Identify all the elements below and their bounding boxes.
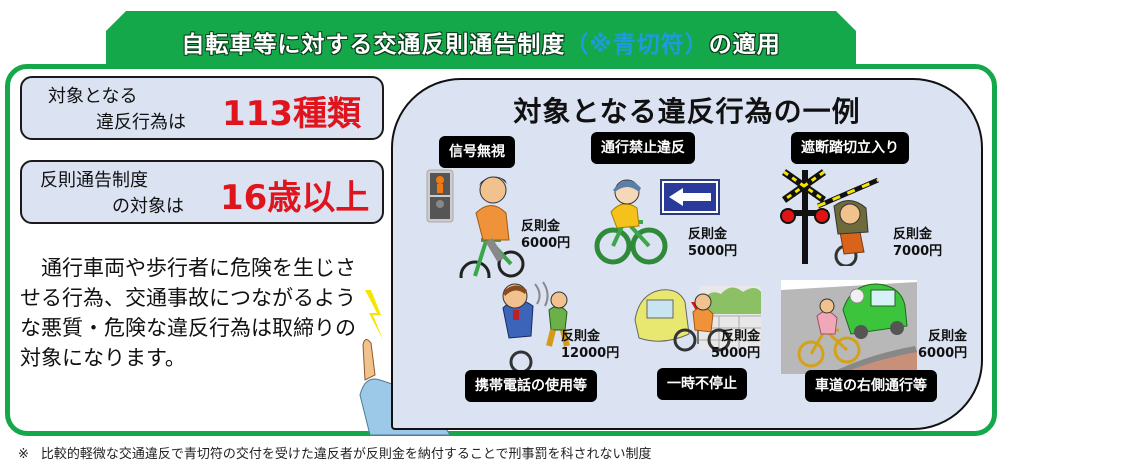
example-tag-stop-sign: 一時不停止: [657, 368, 747, 400]
example-tag-signal-ignore: 信号無視: [439, 136, 515, 168]
violation-count-label-2: 違反行為は: [96, 112, 186, 133]
right-side-riding-illustration-icon: [781, 280, 917, 374]
stop-sign-illustration-icon: [634, 286, 761, 352]
fine-amount: 5000円: [711, 346, 761, 361]
fine-phone-use: 反則金 12000円: [561, 328, 619, 362]
railroad-crossing-illustration-icon: [780, 169, 879, 266]
fine-label: 反則金: [928, 329, 968, 344]
example-tag-phone-use: 携帯電話の使用等: [465, 370, 597, 402]
example-tag-railroad-crossing: 遮断踏切立入り: [791, 132, 909, 164]
age-target-box: 反則通告制度 の対象は 16歳以上: [20, 160, 384, 224]
age-target-label-1: 反則通告制度: [40, 170, 148, 191]
fine-amount: 6000円: [918, 346, 968, 361]
title-banner: 自転車等に対する交通反則通告制度（※青切符）の適用: [106, 11, 856, 67]
fine-amount: 6000円: [521, 236, 571, 251]
fine-signal-ignore: 反則金 6000円: [521, 218, 570, 252]
no-entry-illustration-icon: [594, 179, 720, 265]
violation-count-box: 対象となる 違反行為は 113種類: [20, 76, 384, 140]
violation-count-value: 113種類: [222, 94, 361, 134]
footnote: ※ 比較的軽微な交通違反で青切符の交付を受けた違反者が反則金を納付することで刑事罰…: [18, 443, 652, 462]
example-tag-no-entry: 通行禁止違反: [591, 132, 695, 164]
fine-label: 反則金: [561, 329, 601, 344]
page-title: 自転車等に対する交通反則通告制度（※青切符）の適用: [181, 25, 780, 59]
fine-no-entry: 反則金 5000円: [688, 226, 737, 260]
fine-label: 反則金: [893, 227, 933, 242]
fine-amount: 12000円: [561, 346, 620, 361]
fine-label: 反則金: [688, 227, 728, 242]
title-tail: の適用: [708, 32, 781, 58]
fine-label: 反則金: [721, 329, 761, 344]
title-main: 自転車等に対する交通反則通告制度: [181, 32, 566, 58]
fine-railroad-crossing: 反則金 7000円: [893, 226, 942, 260]
age-target-label-2: の対象は: [112, 196, 184, 217]
fine-stop-sign: 反則金 5000円: [711, 328, 760, 362]
fine-amount: 7000円: [893, 244, 943, 259]
description-text: 通行車両や歩行者に危険を生じさせる行為、交通事故につながるような悪質・危険な違反…: [20, 256, 356, 370]
footnote-mark: ※: [18, 447, 29, 462]
panel-title: 対象となる違反行為の一例: [513, 95, 861, 128]
phone-use-illustration-icon: [502, 281, 570, 370]
title-highlight: （※青切符）: [565, 32, 709, 58]
footnote-text: 比較的軽微な交通違反で青切符の交付を受けた違反者が反則金を納付することで刑事罰を…: [40, 447, 652, 462]
violation-examples-panel: 対象となる違反行為の一例 信号無視 反則金 6000円 通行禁止違反 反則金 5…: [391, 78, 983, 430]
age-target-value: 16歳以上: [220, 178, 370, 218]
example-tag-right-side-riding: 車道の右側通行等: [805, 370, 937, 402]
signal-ignore-illustration-icon: [426, 169, 525, 278]
fine-right-side-riding: 反則金 6000円: [918, 328, 967, 362]
fine-label: 反則金: [521, 219, 561, 234]
violation-count-label-1: 対象となる: [48, 86, 138, 107]
fine-amount: 5000円: [688, 244, 738, 259]
